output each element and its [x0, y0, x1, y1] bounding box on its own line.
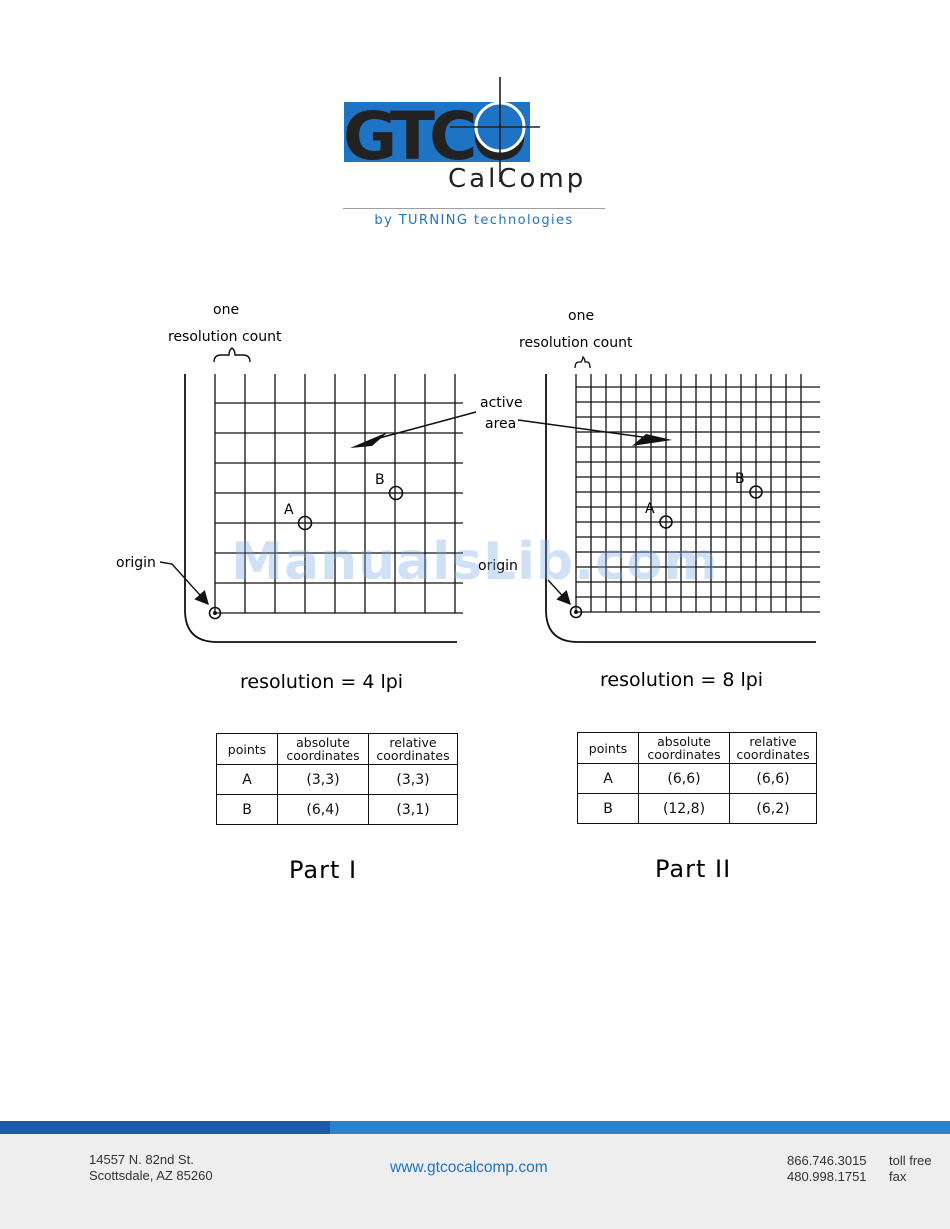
part1-boundary: [184, 374, 457, 643]
table-row: A (3,3) (3,3): [216, 764, 458, 795]
part1-panel: [159, 347, 477, 643]
part1-title: Part I: [289, 856, 357, 884]
website-link[interactable]: www.gtcocalcomp.com: [390, 1159, 548, 1176]
cell-absolute: (6,4): [277, 794, 369, 825]
label-area: area: [485, 416, 516, 432]
label-active: active: [480, 395, 523, 411]
fax-number: 480.998.1751: [787, 1169, 867, 1184]
footer: [0, 1134, 950, 1229]
part1-origin-leader: [159, 561, 209, 606]
part1-label-origin: origin: [116, 555, 156, 571]
cell-absolute: (3,3): [277, 764, 369, 795]
cell-relative: (6,6): [729, 763, 817, 794]
watermark: ManualsLib.com: [231, 532, 719, 592]
phone-number: 866.746.3015: [787, 1153, 867, 1168]
part2-active-arrowhead: [632, 434, 672, 446]
part1-label-one: one: [213, 302, 239, 318]
footer-address: 14557 N. 82nd St. Scottsdale, AZ 85260: [89, 1152, 213, 1184]
fax-label: fax: [889, 1169, 907, 1184]
part2-count-bracket: [574, 355, 591, 369]
part1-resolution-label: resolution = 4 lpi: [240, 671, 403, 693]
part1-label-resolution-count: resolution count: [168, 329, 282, 345]
part2-origin-leader: [547, 579, 571, 606]
address-line-2: Scottsdale, AZ 85260: [89, 1168, 213, 1183]
part2-label-resolution-count: resolution count: [519, 335, 633, 351]
header-points: points: [577, 732, 639, 764]
part2-label-origin: origin: [478, 558, 518, 574]
part1-label-b: B: [375, 472, 385, 488]
part1-origin-marker: [208, 606, 222, 620]
footer-bar-dark: [0, 1121, 330, 1134]
brand-tagline: by TURNING technologies: [374, 213, 574, 228]
cell-relative: (3,1): [368, 794, 458, 825]
part2-panel: [517, 355, 820, 643]
part2-resolution-label: resolution = 8 lpi: [600, 669, 763, 691]
cell-absolute: (6,6): [638, 763, 730, 794]
logo-product-name: CalComp: [448, 164, 586, 194]
gtco-calcomp-logo: GTCO CalComp: [343, 77, 586, 194]
part1-active-leader: [371, 411, 477, 441]
part1-grid: [214, 374, 463, 614]
part2-label-a: A: [645, 501, 655, 517]
footer-bar-light: [330, 1121, 950, 1134]
cell-absolute: (12,8): [638, 793, 730, 824]
cell-point: A: [216, 764, 278, 795]
cell-point: B: [216, 794, 278, 825]
footer-phone-numbers: 866.746.3015 480.998.1751: [787, 1153, 867, 1185]
part2-label-one: one: [568, 308, 594, 324]
resolution-diagram: one resolution count origin A B one reso…: [116, 302, 820, 884]
part2-grid: [575, 374, 820, 613]
header-points: points: [216, 733, 278, 765]
part1-label-a: A: [284, 502, 294, 518]
part2-origin-marker: [569, 605, 583, 619]
part2-boundary: [545, 374, 816, 643]
footer-phone-labels: toll free fax: [889, 1153, 932, 1185]
part2-title: Part II: [655, 855, 731, 883]
cell-relative: (3,3): [368, 764, 458, 795]
cell-point: A: [577, 763, 639, 794]
phone-label: toll free: [889, 1153, 932, 1168]
table-row: B (6,4) (3,1): [216, 794, 458, 825]
part2-label-b: B: [735, 471, 745, 487]
cell-point: B: [577, 793, 639, 824]
brand-divider: [343, 208, 605, 209]
part1-active-arrowhead: [350, 432, 388, 448]
table-row: A (6,6) (6,6): [577, 763, 817, 794]
part2-active-leader: [517, 419, 651, 439]
table-row: B (12,8) (6,2): [577, 793, 817, 824]
part1-count-bracket: [213, 347, 251, 363]
address-line-1: 14557 N. 82nd St.: [89, 1152, 194, 1167]
cell-relative: (6,2): [729, 793, 817, 824]
